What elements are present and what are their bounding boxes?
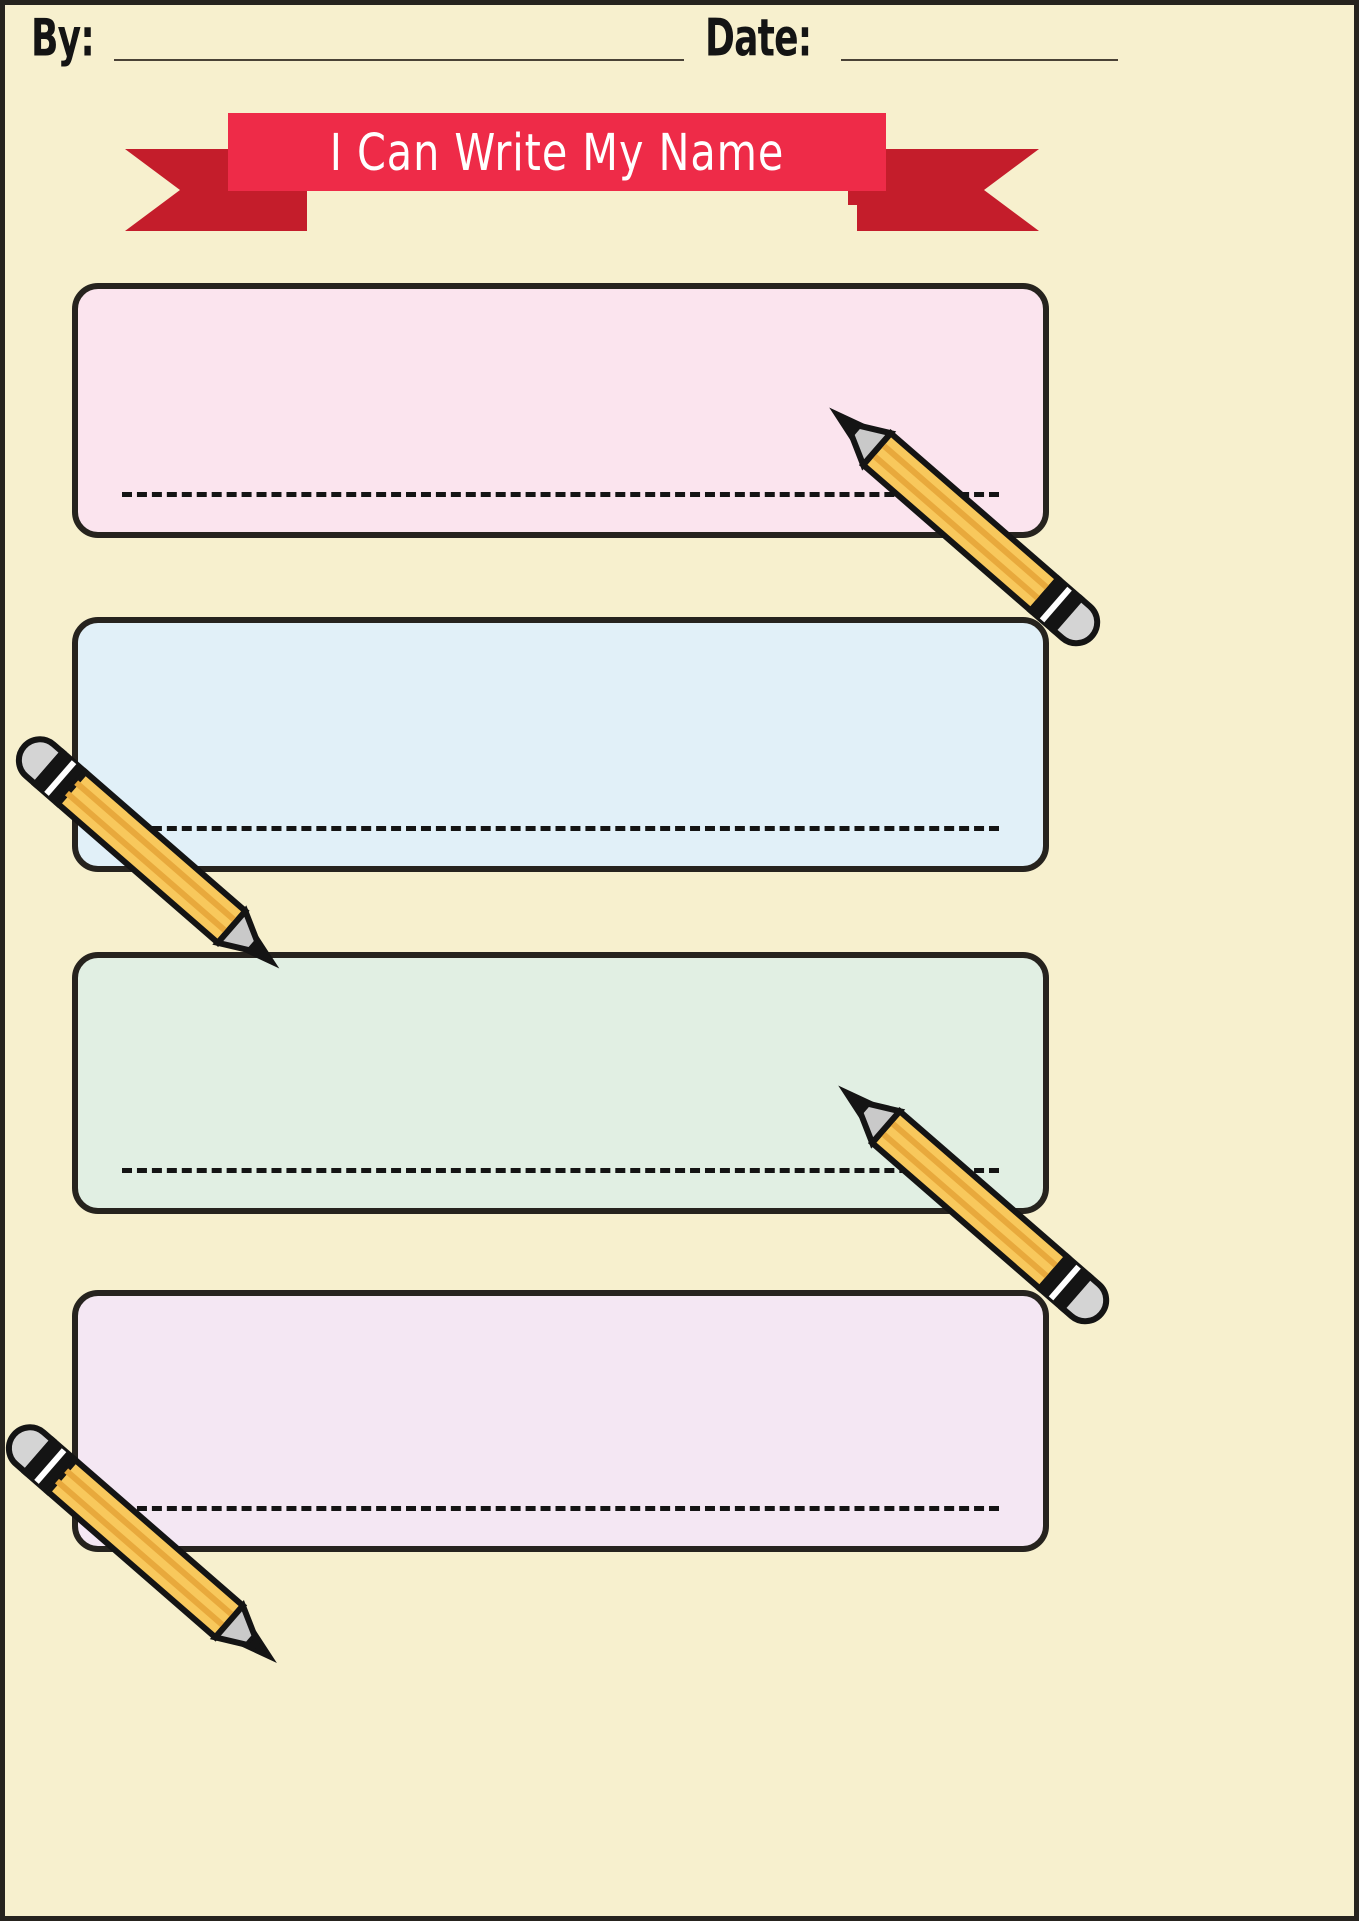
writing-line[interactable] xyxy=(122,826,999,831)
by-input-line[interactable] xyxy=(113,59,684,61)
practice-row-pink[interactable] xyxy=(72,283,1049,538)
practice-row-light-green[interactable] xyxy=(72,952,1049,1214)
page-title: I Can Write My Name xyxy=(329,122,785,182)
by-field: By: xyxy=(31,12,684,65)
writing-line[interactable] xyxy=(122,1168,999,1173)
ribbon-fold-left-icon xyxy=(228,191,266,205)
practice-row-lavender[interactable] xyxy=(72,1290,1049,1552)
ribbon-band: I Can Write My Name xyxy=(228,113,886,191)
date-input-line[interactable] xyxy=(840,59,1118,61)
date-field: Date: xyxy=(705,12,1118,65)
by-label: By: xyxy=(31,8,95,69)
practice-row-light-blue[interactable] xyxy=(72,617,1049,872)
date-label: Date: xyxy=(705,8,812,69)
writing-line[interactable] xyxy=(122,492,999,497)
writing-line[interactable] xyxy=(122,1506,999,1511)
ribbon-fold-right-icon xyxy=(848,191,886,205)
title-banner: I Can Write My Name xyxy=(5,113,1354,243)
